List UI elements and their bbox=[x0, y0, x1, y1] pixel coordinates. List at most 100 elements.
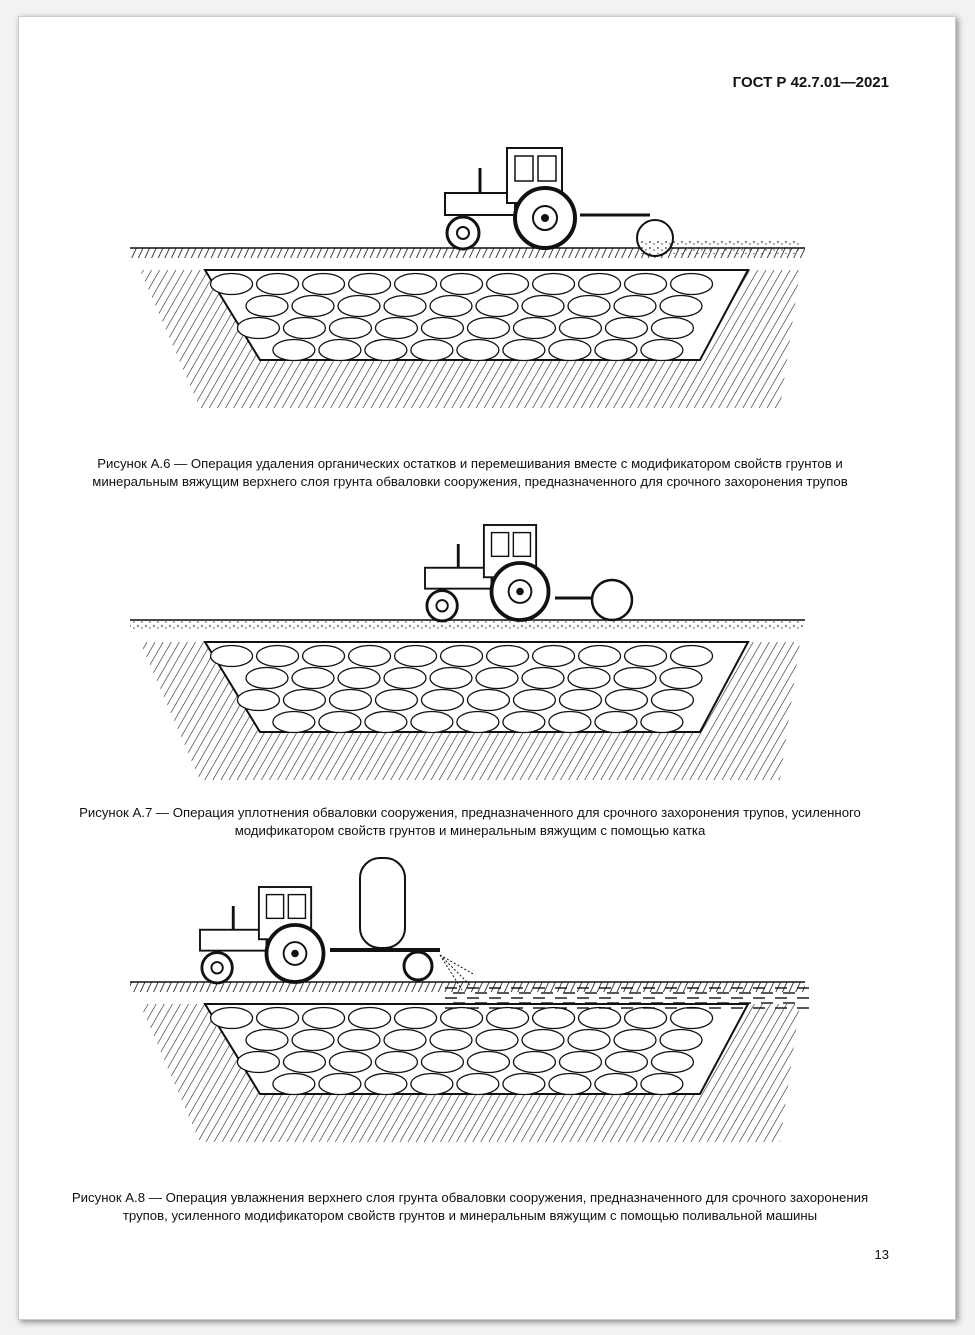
tractor-hood bbox=[444, 192, 516, 216]
stone bbox=[347, 1006, 392, 1030]
stone bbox=[393, 272, 438, 296]
water-spray bbox=[439, 954, 476, 991]
stone bbox=[623, 644, 668, 668]
stone bbox=[439, 644, 484, 668]
figure-a8-caption: Рисунок А.8 — Операция увлажнения верхне… bbox=[71, 1190, 869, 1223]
stone bbox=[512, 1050, 557, 1074]
ground-surface bbox=[130, 982, 805, 992]
stone bbox=[301, 644, 346, 668]
stone bbox=[531, 272, 576, 296]
front-wheel bbox=[445, 215, 481, 251]
stone bbox=[659, 666, 703, 690]
stone bbox=[282, 1050, 327, 1074]
stone bbox=[429, 1028, 473, 1052]
stone bbox=[393, 1006, 438, 1030]
stone bbox=[282, 316, 327, 340]
stone bbox=[567, 1028, 611, 1052]
stone bbox=[236, 316, 281, 340]
stone bbox=[282, 688, 327, 712]
front-wheel bbox=[200, 951, 234, 985]
ground-surface bbox=[130, 248, 805, 258]
stone bbox=[613, 294, 657, 318]
stone bbox=[558, 1050, 603, 1074]
stone bbox=[650, 1050, 695, 1074]
tractor bbox=[424, 524, 551, 623]
stone bbox=[301, 1006, 346, 1030]
stone bbox=[466, 316, 511, 340]
figure-a6-caption: Рисунок А.6 — Операция удаления органиче… bbox=[92, 456, 848, 489]
stone bbox=[548, 338, 592, 362]
stone bbox=[650, 688, 695, 712]
cab-window bbox=[265, 893, 285, 920]
tractor bbox=[199, 886, 326, 985]
cab-window bbox=[512, 531, 532, 558]
stone bbox=[502, 1072, 546, 1096]
stone bbox=[604, 1050, 649, 1074]
stone bbox=[623, 1006, 668, 1030]
stone bbox=[577, 1006, 622, 1030]
stone bbox=[485, 272, 530, 296]
stone bbox=[364, 710, 408, 734]
mixed-soil bbox=[640, 240, 800, 254]
stone bbox=[577, 272, 622, 296]
figure-a6-illustration bbox=[130, 147, 805, 408]
cab-window bbox=[537, 155, 557, 182]
stone bbox=[383, 1028, 427, 1052]
stone bbox=[594, 1072, 638, 1096]
stone bbox=[456, 1072, 500, 1096]
stone bbox=[567, 294, 611, 318]
stone bbox=[659, 1028, 703, 1052]
stone bbox=[548, 710, 592, 734]
soil-hatching bbox=[140, 270, 800, 408]
stone bbox=[623, 272, 668, 296]
tractor-hood bbox=[199, 928, 268, 952]
stone bbox=[669, 1006, 714, 1030]
stone bbox=[383, 666, 427, 690]
stone bbox=[328, 316, 373, 340]
stone bbox=[383, 294, 427, 318]
stone bbox=[512, 316, 557, 340]
stone bbox=[567, 666, 611, 690]
stone bbox=[272, 338, 316, 362]
stone bbox=[272, 710, 316, 734]
stone bbox=[640, 710, 684, 734]
stone bbox=[531, 644, 576, 668]
stone bbox=[659, 294, 703, 318]
stone bbox=[521, 294, 565, 318]
stone bbox=[577, 644, 622, 668]
stone bbox=[236, 1050, 281, 1074]
stone bbox=[245, 666, 289, 690]
stone bbox=[420, 688, 465, 712]
stone bbox=[318, 1072, 362, 1096]
stone bbox=[475, 294, 519, 318]
stone bbox=[410, 1072, 454, 1096]
trailer-wheel bbox=[402, 950, 434, 982]
stone bbox=[669, 644, 714, 668]
stone bbox=[512, 688, 557, 712]
stone bbox=[337, 294, 381, 318]
stone bbox=[475, 1028, 519, 1052]
stone bbox=[245, 294, 289, 318]
stone bbox=[301, 272, 346, 296]
stone bbox=[429, 666, 473, 690]
stone bbox=[209, 644, 254, 668]
stone bbox=[374, 1050, 419, 1074]
tractor-hood bbox=[424, 566, 493, 590]
stone bbox=[650, 316, 695, 340]
stone bbox=[255, 644, 300, 668]
stone bbox=[521, 1028, 565, 1052]
stone bbox=[245, 1028, 289, 1052]
front-wheel bbox=[425, 589, 459, 623]
stone bbox=[531, 1006, 576, 1030]
standard-header: ГОСТ Р 42.7.01—2021 bbox=[732, 74, 889, 91]
stone bbox=[456, 338, 500, 362]
cab-window bbox=[490, 531, 510, 558]
stone bbox=[328, 688, 373, 712]
stone bbox=[558, 688, 603, 712]
stone bbox=[485, 1006, 530, 1030]
stone bbox=[420, 1050, 465, 1074]
ground-surface bbox=[130, 620, 805, 630]
stone bbox=[640, 1072, 684, 1096]
stone bbox=[291, 294, 335, 318]
